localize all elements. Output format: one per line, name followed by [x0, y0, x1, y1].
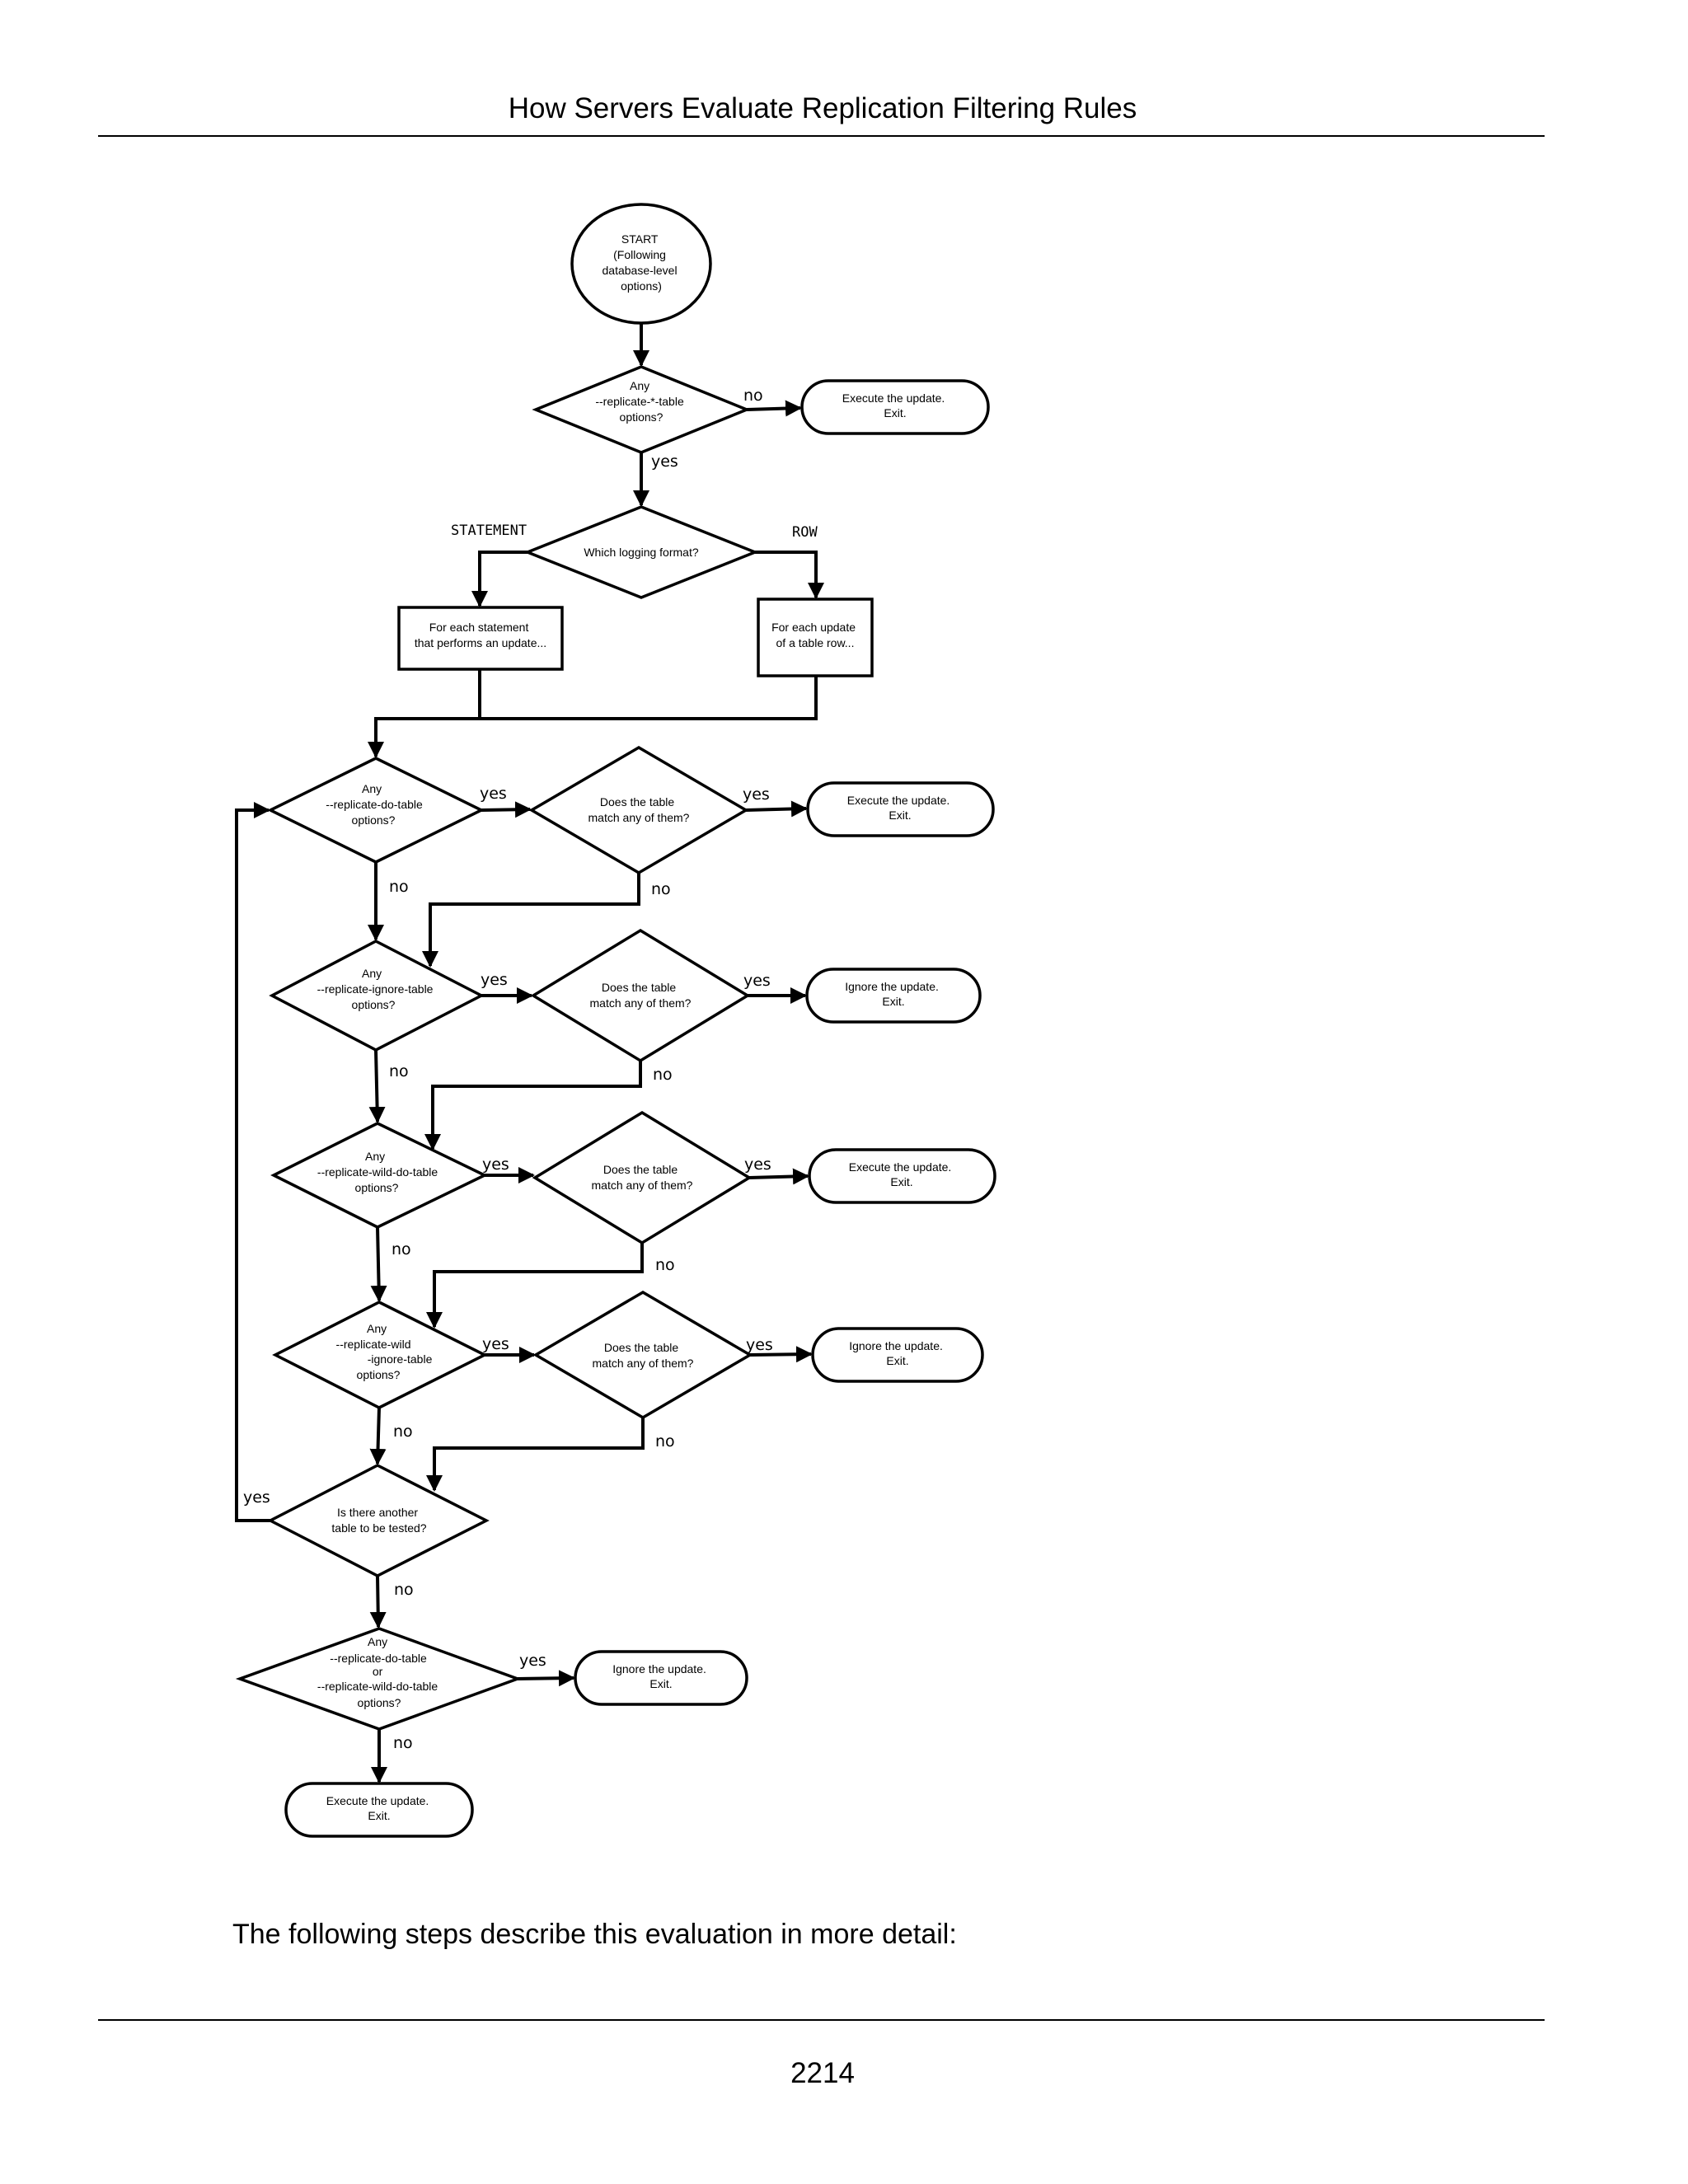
- no-label: no: [389, 1062, 409, 1080]
- connector: [370, 1226, 387, 1302]
- connector: [369, 1407, 387, 1465]
- no-label: no: [653, 1066, 673, 1084]
- connector: [746, 400, 802, 417]
- no-label: no: [743, 387, 763, 405]
- yes-label: yes: [651, 452, 678, 471]
- execute-text: Execute the update. Exit.: [847, 794, 953, 822]
- do-match-text: Does the table match any of them?: [588, 795, 690, 824]
- start-text: START (Following database-level options): [603, 232, 681, 293]
- connector: [426, 1243, 644, 1329]
- header-rule: [98, 135, 1545, 137]
- yes-label: yes: [482, 1155, 509, 1174]
- logging-format-text: Which logging format?: [584, 546, 699, 559]
- no-label: no: [392, 1240, 411, 1258]
- another-table-text: Is there another table to be tested?: [331, 1506, 426, 1535]
- intro-text: The following steps describe this evalua…: [232, 1919, 957, 1950]
- yes-label: yes: [482, 1335, 509, 1353]
- page-header: How Servers Evaluate Replication Filteri…: [508, 92, 1137, 124]
- execute-update-final-terminal: [284, 1782, 474, 1838]
- execute-update-terminal: [806, 781, 995, 837]
- execute-final-text: Execute the update. Exit.: [326, 1794, 432, 1822]
- yes-label: yes: [243, 1488, 270, 1507]
- execute-update-terminal: [808, 1148, 996, 1204]
- for-each-row-text: For each update of a table row...: [771, 621, 859, 649]
- yes-label: yes: [480, 785, 507, 803]
- connector: [749, 1346, 813, 1363]
- for-each-statement-box: [397, 606, 564, 671]
- connector: [424, 1061, 642, 1151]
- no-label: no: [651, 880, 671, 898]
- any-do-table-text: Any --replicate-do-table options?: [326, 782, 425, 827]
- wild-ignore-table-match-decision: [532, 1290, 753, 1420]
- yes-label: yes: [481, 971, 508, 989]
- any-ignore-table-text: Any --replicate-ignore-table options?: [317, 967, 437, 1011]
- execute-update-terminal: [800, 379, 990, 435]
- no-label: no: [655, 1432, 675, 1451]
- connector: [481, 801, 532, 818]
- yes-label: yes: [519, 1652, 546, 1670]
- ignore-text: Ignore the update. Exit.: [845, 980, 942, 1008]
- connector: [517, 1670, 575, 1687]
- statement-label: STATEMENT: [451, 523, 527, 539]
- any-wild-do-table-text: Any --replicate-wild-do-table options?: [317, 1150, 441, 1194]
- ignore-table-match-decision: [530, 928, 751, 1063]
- another-table-decision: [267, 1464, 490, 1577]
- no-label: no: [394, 1581, 414, 1599]
- footer-rule: [98, 2019, 1545, 2021]
- connector: [422, 873, 640, 968]
- wild-do-match-text: Does the table match any of them?: [592, 1163, 693, 1192]
- ignore-text: Ignore the update. Exit.: [849, 1339, 946, 1367]
- connector: [368, 676, 818, 758]
- wild-do-table-match-decision: [532, 1110, 753, 1245]
- wild-ignore-match-text: Does the table match any of them?: [593, 1341, 694, 1370]
- ignore-text: Ignore the update. Exit.: [612, 1662, 710, 1690]
- ignore-update-terminal: [811, 1327, 984, 1383]
- no-label: no: [389, 878, 409, 896]
- any-ignore-table-decision: [269, 940, 485, 1052]
- connector: [368, 1049, 386, 1123]
- row-label: ROW: [792, 524, 818, 541]
- connector: [748, 1168, 809, 1185]
- execute-text: Execute the update. Exit.: [842, 391, 948, 419]
- connector: [426, 1418, 645, 1492]
- any-table-text: Any --replicate-*-table options?: [595, 379, 687, 424]
- no-label: no: [393, 1734, 413, 1752]
- connector: [745, 800, 808, 818]
- no-label: no: [655, 1256, 675, 1274]
- yes-label: yes: [743, 972, 771, 990]
- connector: [369, 1575, 387, 1629]
- for-each-statement-text: For each statement that performs an upda…: [415, 621, 546, 649]
- ignore-update-terminal: [574, 1650, 748, 1706]
- loop-connector: [235, 802, 270, 1522]
- yes-label: yes: [744, 1155, 771, 1174]
- no-label: no: [393, 1422, 413, 1441]
- logging-format-decision: [523, 505, 759, 599]
- ignore-update-terminal: [805, 968, 982, 1024]
- ignore-match-text: Does the table match any of them?: [590, 981, 692, 1010]
- yes-label: yes: [746, 1336, 773, 1354]
- any-wild-ignore-table-text: Any --replicate-wild -ignore-table optio…: [336, 1322, 436, 1381]
- connector: [755, 551, 824, 599]
- connector: [471, 551, 528, 607]
- do-table-match-decision: [528, 745, 749, 875]
- page-number: 2214: [790, 2057, 855, 2089]
- final-decision-text: Any --replicate-do-table or --replicate-…: [317, 1635, 441, 1709]
- execute-text: Execute the update. Exit.: [849, 1160, 954, 1188]
- yes-label: yes: [743, 785, 770, 804]
